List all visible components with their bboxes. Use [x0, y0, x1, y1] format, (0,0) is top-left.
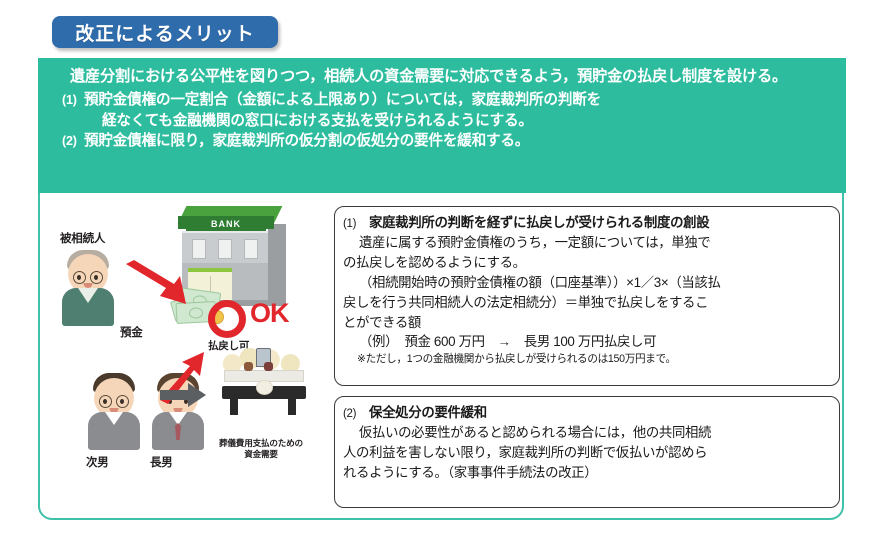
altar-leg-shape [230, 399, 238, 415]
eye-shape [184, 399, 188, 404]
summary-item-line2: 経なくても金融機関の窓口における支払を受けられるようにする。 [102, 112, 533, 129]
summary-item-text: 預貯金債権に限り，家庭裁判所の仮分割の仮処分の要件を緩和する。 [84, 131, 836, 152]
bank-upper-floor [182, 231, 268, 265]
eye-shape [94, 275, 98, 280]
detail-box-1-line: 遺産に属する預貯金債権のうち，一定額については，単独で [359, 235, 711, 251]
label-funeral-expense-need: 葬儀費用支払のための 資金需要 [206, 438, 316, 459]
urn-shape [244, 362, 253, 371]
necktie-shape [175, 423, 181, 440]
summary-item-list: (1) 預貯金債権の一定割合（金額による上限あり）については，家庭裁判所の判断を… [50, 90, 836, 152]
altar-leg-shape [288, 399, 296, 415]
bank-side-wall [268, 224, 286, 300]
arrow-deposit-to-bank-icon [124, 258, 190, 310]
summary-item-number: (1) [62, 93, 77, 108]
detail-box-2-heading-text: 保全処分の要件緩和 [369, 405, 487, 420]
summary-item: (2) 預貯金債権に限り，家庭裁判所の仮分割の仮処分の要件を緩和する。 [62, 131, 836, 152]
urn-shape [264, 362, 273, 371]
detail-box-1-line: とができる額 [343, 314, 421, 330]
summary-item-text: 預貯金債権の一定割合（金額による上限あり）については，家庭裁判所の判断を 経なく… [84, 90, 836, 131]
detail-box-1-example: （例） 預金 600 万円 → 長男 100 万円払戻し可 [359, 334, 657, 350]
glasses-icon [99, 395, 112, 408]
arrow-heirs-to-altar-icon [160, 382, 208, 408]
detail-box-1: (1) 家庭裁判所の判断を経ずに払戻しが受けられる制度の創設 遺産に属する預貯金… [334, 206, 840, 386]
detail-box-1-number: (1) [343, 218, 357, 230]
summary-lead-text: 遺産分割における公平性を図りつつ，相続人の資金需要に対応できるよう，預貯金の払戻… [70, 68, 787, 85]
glasses-icon [73, 271, 86, 284]
funeral-need-line1: 葬儀費用支払のための [219, 438, 303, 448]
funeral-need-line2: 資金需要 [244, 448, 278, 459]
detail-box-1-line: （相続開始時の預貯金債権の額（口座基準））×1／3×（当該払 [359, 274, 721, 290]
eye-shape [77, 275, 81, 280]
summary-item-line1: 預貯金債権の一定割合（金額による上限あり）については，家庭裁判所の判断を [84, 92, 602, 109]
altar-wreath-shape [256, 380, 273, 395]
bank-window [192, 239, 206, 259]
detail-box-1-line: の払戻しを認めるようにする。 [343, 255, 526, 271]
summary-item-line1: 預貯金債権に限り，家庭裁判所の仮分割の仮処分の要件を緩和する。 [84, 133, 530, 150]
glasses-icon [90, 271, 103, 284]
funeral-altar-icon [218, 346, 310, 434]
bank-sign-label: BANK [186, 217, 266, 231]
detail-box-1-line: 戻しを行う共同相続人の法定相続分）＝単独で払戻しをするこ [343, 294, 709, 310]
decedent-figure-icon [58, 248, 118, 326]
head-shape [94, 378, 134, 418]
ok-label: OK [250, 298, 289, 328]
summary-item: (1) 預貯金債権の一定割合（金額による上限あり）については，家庭裁判所の判断を… [62, 90, 836, 131]
detail-box-2-line: 人の利益を害しない限り，家庭裁判所の判断で仮払いが認めら [343, 445, 708, 461]
summary-banner: 遺産分割における公平性を図りつつ，相続人の資金需要に対応できるよう，預貯金の払戻… [38, 58, 846, 193]
eye-shape [168, 399, 172, 404]
ok-circle-icon [208, 300, 246, 338]
detail-box-2: (2) 保全処分の要件緩和 仮払いの必要性があると認められる場合には，他の共同相… [334, 396, 840, 508]
mouth-shape [83, 283, 93, 288]
collar-shape [169, 412, 187, 425]
detail-box-2-heading: (2) 保全処分の要件緩和 [343, 403, 831, 423]
slide-title-text: 改正によるメリット [75, 23, 255, 45]
label-eldest-son: 長男 [150, 457, 173, 469]
bank-window [218, 239, 232, 259]
collar-shape [105, 412, 123, 425]
detail-box-2-line: れるようにする。（家事事件手続法の改正） [343, 464, 598, 480]
body-shape [88, 412, 140, 450]
eye-shape [120, 399, 124, 404]
eye-shape [103, 399, 107, 404]
label-decedent: 被相続人 [60, 233, 106, 245]
summary-item-number: (2) [62, 134, 77, 149]
body-shape [62, 288, 114, 326]
detail-box-1-heading: (1) 家庭裁判所の判断を経ずに払戻しが受けられる制度の創設 [343, 213, 831, 233]
bank-window [244, 239, 258, 259]
slide-title-tab: 改正によるメリット [52, 16, 278, 48]
detail-box-1-note: ※ただし，1つの金融機関から払戻しが受けられるのは150万円まで。 [357, 353, 676, 366]
detail-box-1-heading-text: 家庭裁判所の判断を経ずに払戻しが受けられる制度の創設 [369, 215, 710, 230]
mouth-shape [109, 408, 119, 413]
second-son-figure-icon [84, 372, 144, 450]
label-second-son: 次男 [86, 457, 109, 469]
detail-box-2-number: (2) [343, 408, 357, 420]
body-shape [152, 412, 204, 450]
detail-box-2-line: 仮払いの必要性があると認められる場合には，他の共同相続 [359, 425, 712, 441]
label-deposit: 預金 [120, 327, 143, 339]
mouth-shape [173, 408, 183, 413]
glasses-icon [116, 395, 129, 408]
illustration-area: 被相続人 預金 次男 長男 [42, 196, 332, 514]
